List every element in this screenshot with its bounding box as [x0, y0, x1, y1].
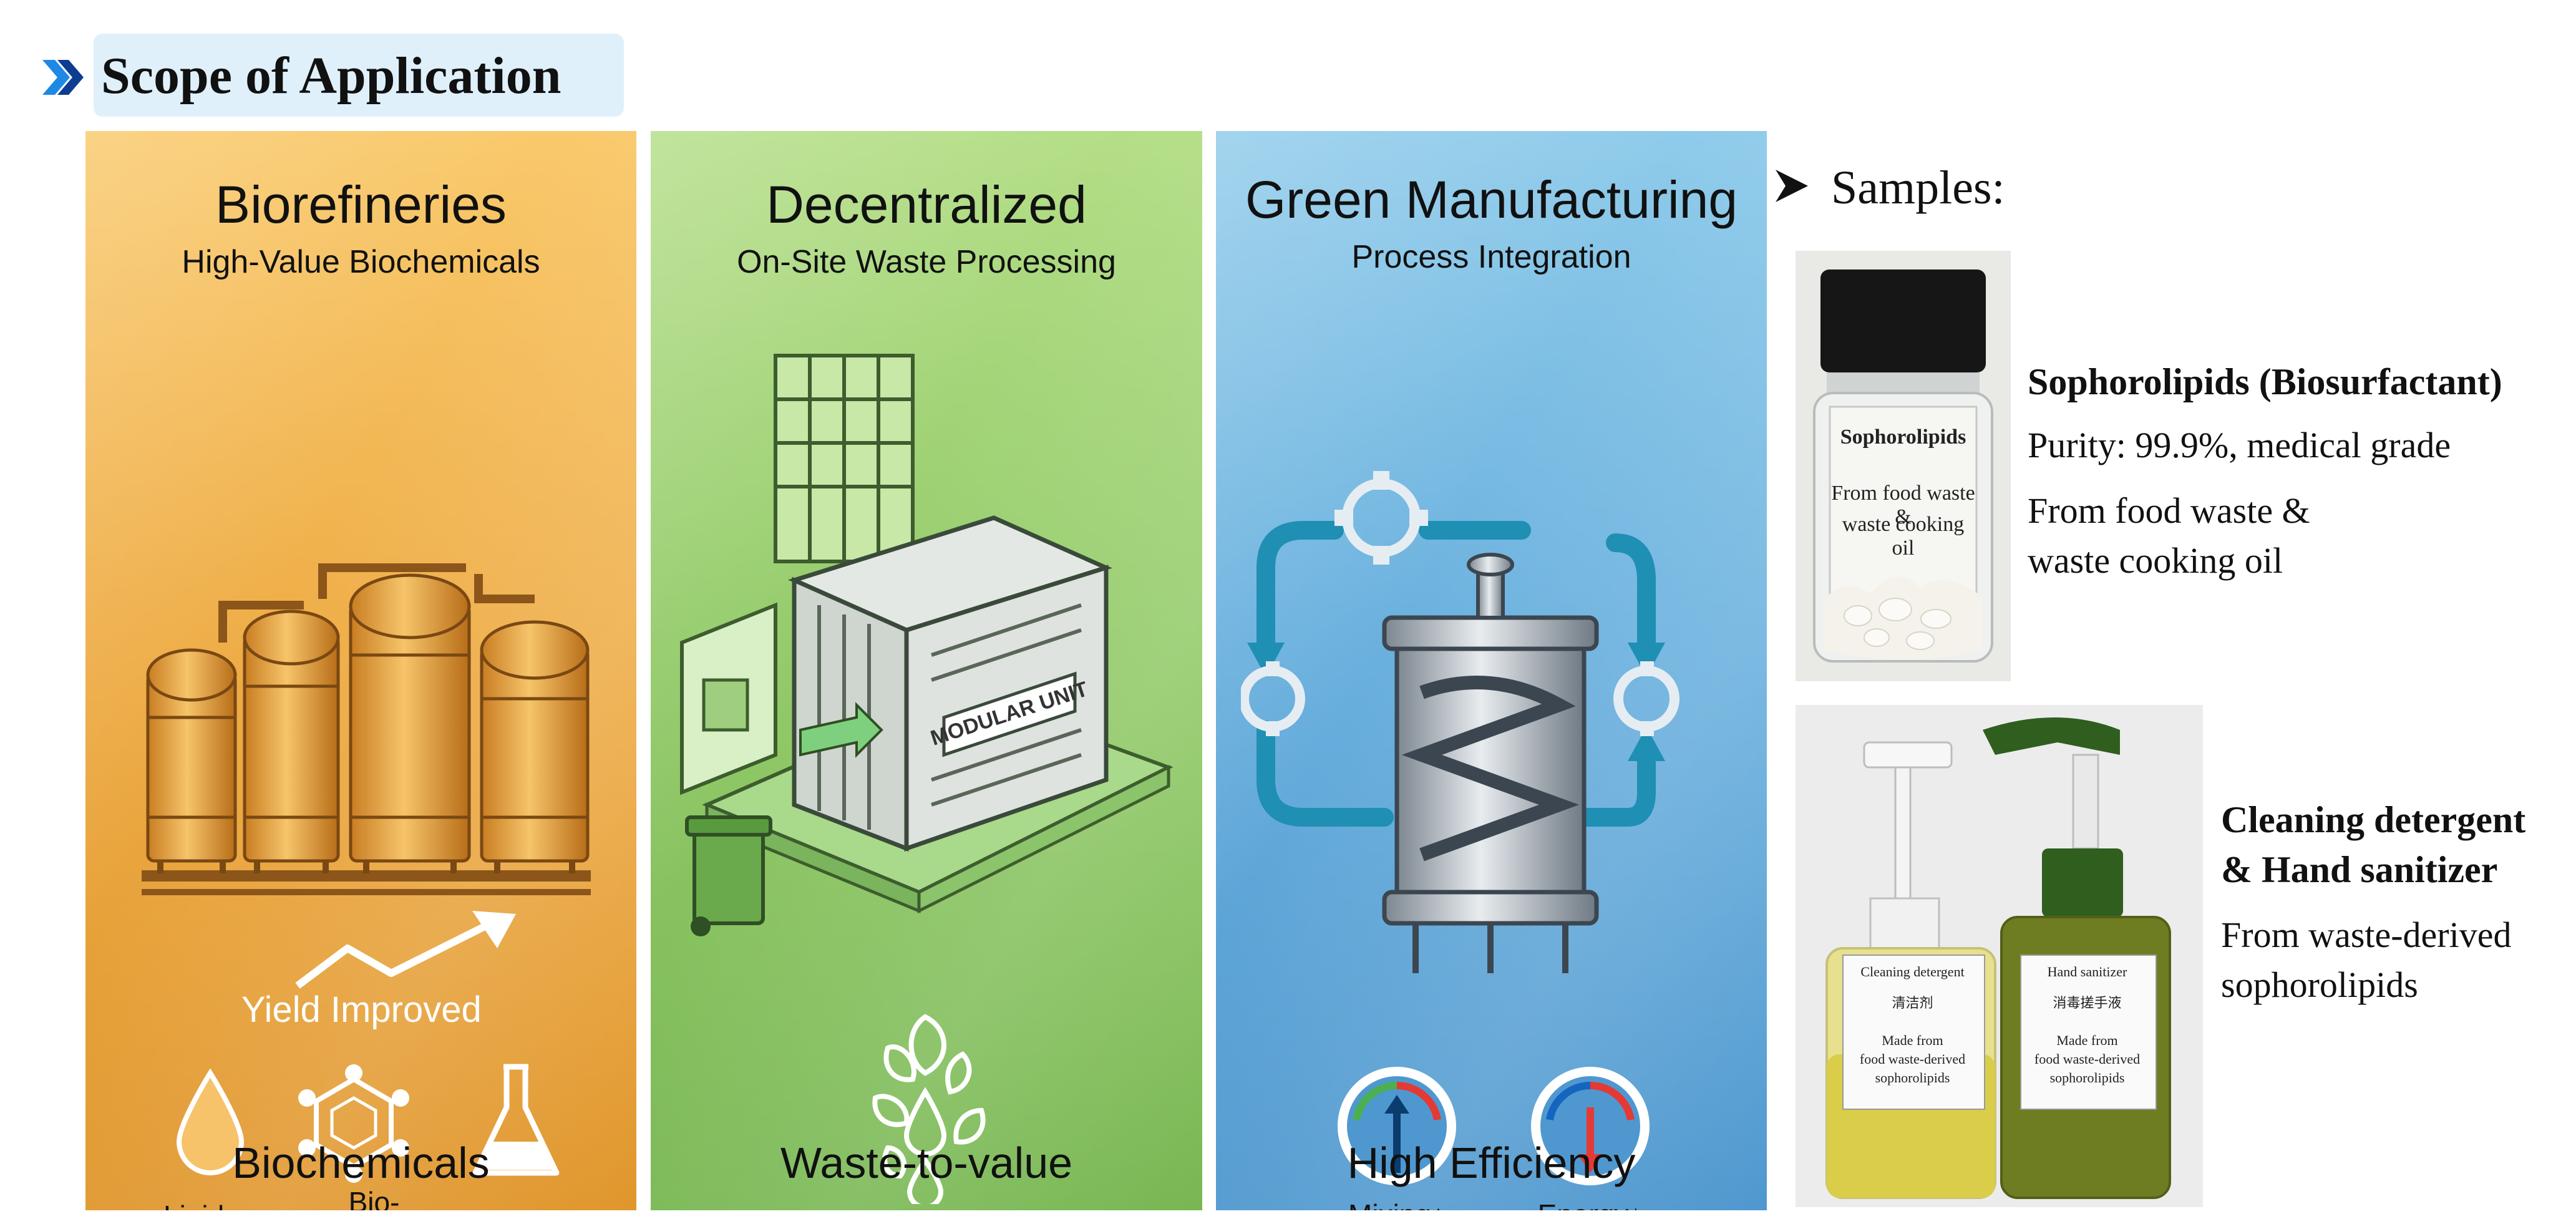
sample2-source-line2: sophorolipids	[2221, 964, 2418, 1005]
left-bottle-line1: Made from	[1882, 1032, 1943, 1048]
samples-heading: Samples:	[1831, 162, 2005, 214]
panel-title-decentralized: Decentralized	[766, 175, 1087, 234]
energy-gauge-icon	[1531, 1067, 1650, 1185]
sample2-source-line1: From waste-derived	[2221, 915, 2512, 955]
panel-footer-green-manufacturing: High Efficiency	[1347, 1139, 1636, 1187]
lipid-drop-icon	[176, 1068, 245, 1175]
gauge-mixing-label: Mixing↑	[1331, 1198, 1462, 1210]
right-bottle-line2: food waste-derived	[2034, 1051, 2141, 1067]
panel-title-biorefineries: Biorefineries	[215, 175, 507, 234]
detergent-sanitizer-photo: Cleaning detergent 清洁剂 Made from food wa…	[1796, 705, 2203, 1207]
panel-subtitle-biorefineries: High-Value Biochemicals	[182, 244, 540, 280]
sophorolipids-vial-photo: Sophorolipids From food waste & waste co…	[1796, 251, 2011, 681]
item-ethanol-label: Ethanol	[472, 1205, 570, 1210]
sample2-name-line2: & Hand sanitizer	[2221, 849, 2498, 890]
mixing-gauge-icon	[1338, 1067, 1456, 1185]
left-bottle-chinese: 清洁剂	[1892, 995, 1933, 1011]
sample1-source-line1: From food waste &	[2028, 490, 2310, 531]
flask-icon	[472, 1064, 560, 1176]
panel-footer-decentralized: Waste-to-value	[780, 1139, 1073, 1187]
sample1-purity: Purity: 99.9%, medical grade	[2028, 425, 2451, 465]
trend-up-arrow-icon	[295, 911, 516, 989]
vial-label-title: Sophorolipids	[1840, 425, 1966, 449]
right-bottle-chinese: 消毒搓手液	[2053, 995, 2122, 1011]
sample1-name: Sophorolipids (Biosurfactant)	[2028, 361, 2502, 402]
left-bottle-line2: food waste-derived	[1859, 1051, 1966, 1067]
leaves-droplets-icon	[872, 1014, 986, 1204]
item-lipids-label: Lipids	[163, 1199, 238, 1210]
item-biosurfactants-label: Bio- surfactants	[348, 1186, 400, 1210]
title-highlight-box	[94, 34, 624, 117]
right-bottle-title: Hand sanitizer	[2047, 964, 2127, 979]
panel-decentralized: Decentralized On-Site Waste Processing M…	[651, 131, 1202, 1210]
panel-biorefineries: Biorefineries High-Value Biochemicals	[85, 131, 636, 1210]
panel-green-manufacturing: Green Manufacturing Process Integration	[1216, 131, 1767, 1210]
panel-subtitle-decentralized: On-Site Waste Processing	[737, 244, 1116, 280]
molecule-icon	[298, 1064, 409, 1183]
vial-icon	[1796, 251, 2011, 681]
bioreactor-tanks-icon	[142, 563, 591, 895]
sample2-name-line1: Cleaning detergent	[2221, 799, 2526, 840]
modular-unit-icon: MODULAR UNIT	[680, 354, 1174, 936]
right-bottle-label	[2020, 955, 2157, 1110]
right-bottle-line1: Made from	[2056, 1032, 2118, 1048]
panel-subtitle-green-manufacturing: Process Integration	[1351, 239, 1631, 275]
left-bottle-line3: sophorolipids	[1875, 1070, 1950, 1086]
page-title: Scope of Application	[101, 47, 561, 105]
right-bottle-line3: sophorolipids	[2049, 1070, 2125, 1086]
left-bottle-label	[1842, 955, 1985, 1110]
panel-footer-biorefineries: Biochemicals	[232, 1139, 490, 1187]
left-bottle-title: Cleaning detergent	[1860, 964, 1965, 979]
arrowhead-bullet-icon	[1776, 170, 1808, 202]
sample1-source-line2: waste cooking oil	[2028, 540, 2283, 581]
double-chevron-right-icon	[42, 60, 84, 95]
panel-title-green-manufacturing: Green Manufacturing	[1245, 170, 1738, 229]
process-reactor-gears-icon	[1241, 471, 1679, 973]
yield-improved-label: Yield Improved	[241, 989, 482, 1030]
gauge-energy-label: Energy↓	[1525, 1198, 1656, 1210]
vial-label-line2: waste cooking oil	[1842, 513, 1965, 560]
vial-label-line1: From food waste &	[1831, 482, 1975, 528]
